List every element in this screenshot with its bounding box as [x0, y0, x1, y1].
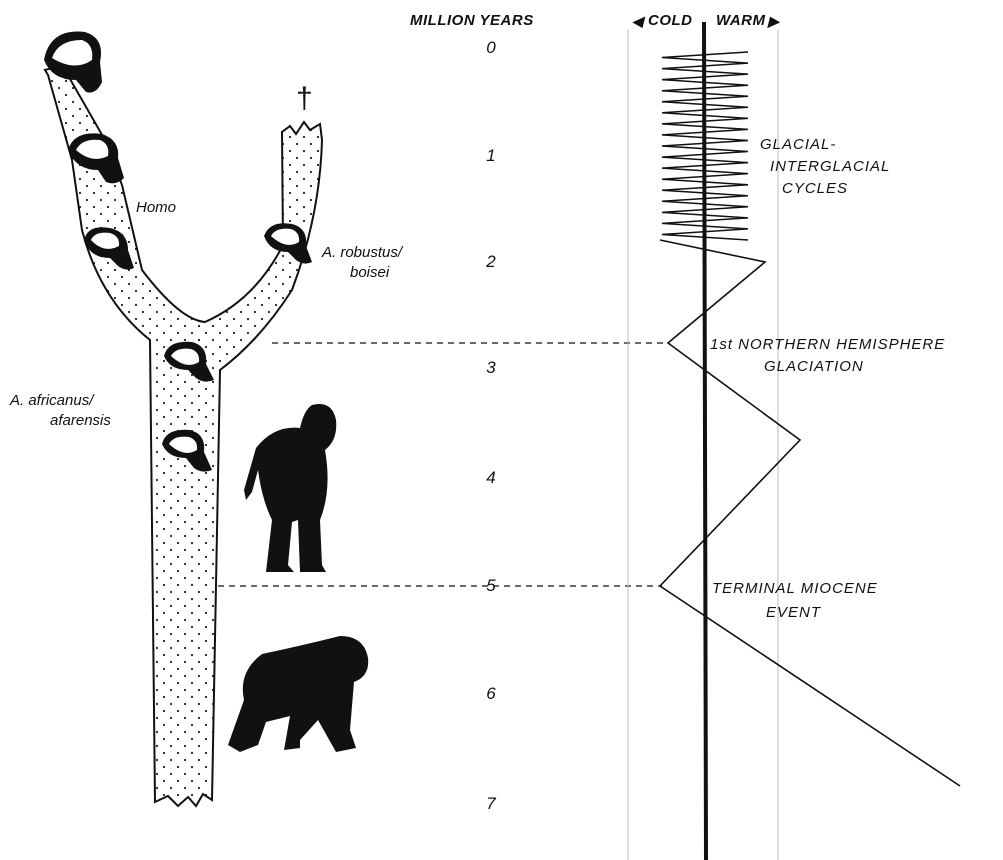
- time-tick: 1: [476, 146, 506, 166]
- time-tick: 2: [476, 252, 506, 272]
- time-tick: 6: [476, 684, 506, 704]
- glacial-caption-line1: GLACIAL-: [760, 136, 836, 153]
- extinction-dagger-icon: †: [296, 82, 313, 117]
- glacial-caption-line2: INTERGLACIAL: [770, 158, 890, 175]
- glacial-caption-line3: CYCLES: [782, 180, 848, 197]
- homo-label: Homo: [136, 199, 176, 216]
- time-tick: 4: [476, 468, 506, 488]
- bipedal-hominid-silhouette: [244, 404, 336, 572]
- time-tick: 7: [476, 794, 506, 814]
- cold-label: COLD: [648, 12, 693, 29]
- time-tick: 5: [476, 576, 506, 596]
- quadrupedal-ape-silhouette: [228, 636, 368, 752]
- africanus-label-line1: A. africanus/: [10, 392, 93, 409]
- robustus-label-line1: A. robustus/: [322, 244, 402, 261]
- warm-label: WARM: [716, 12, 766, 29]
- cold-arrow-icon: ◀: [632, 13, 643, 30]
- robustus-label-line2: boisei: [350, 264, 389, 281]
- miocene-caption-line2: EVENT: [766, 604, 821, 621]
- warm-arrow-icon: ▶: [768, 13, 779, 30]
- time-tick: 0: [476, 38, 506, 58]
- africanus-label-line2: afarensis: [50, 412, 111, 429]
- million-years-header: MILLION YEARS: [410, 12, 534, 29]
- northern-glaciation-caption-line1: 1st NORTHERN HEMISPHERE: [710, 336, 945, 353]
- northern-glaciation-caption-line2: GLACIATION: [764, 358, 864, 375]
- temperature-axis: [704, 22, 706, 860]
- time-tick: 3: [476, 358, 506, 378]
- miocene-caption-line1: TERMINAL MIOCENE: [712, 580, 878, 597]
